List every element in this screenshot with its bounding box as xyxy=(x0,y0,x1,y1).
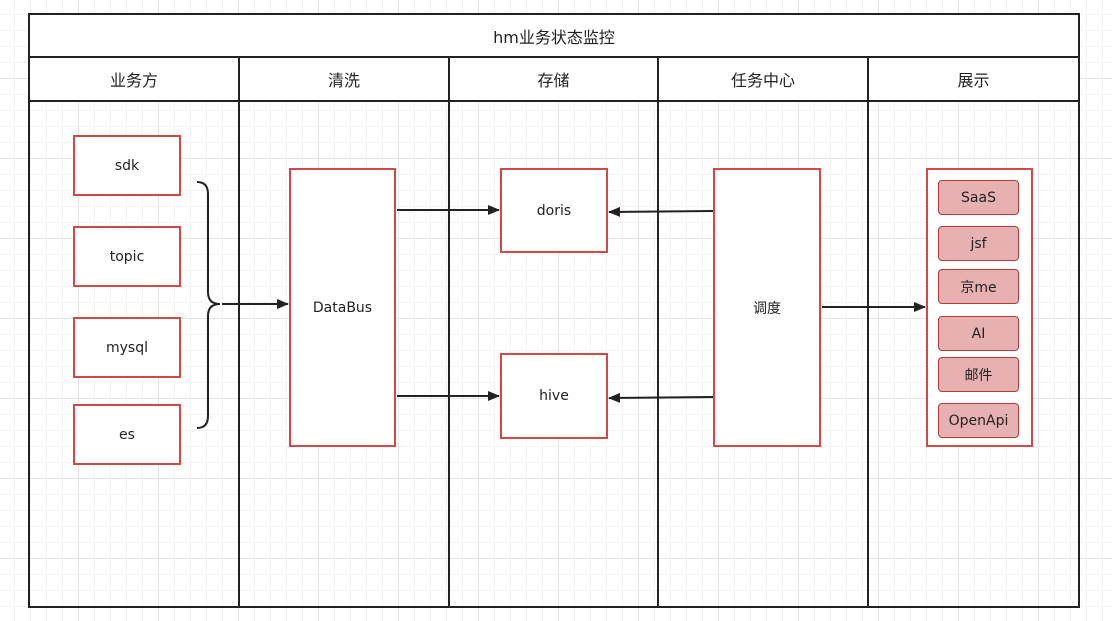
source-sdk: sdk xyxy=(73,135,181,196)
databus-box: DataBus xyxy=(289,168,396,447)
display-item-openapi: OpenApi xyxy=(938,403,1019,438)
arrow-scheduler-to-hive xyxy=(608,392,714,403)
source-mysql: mysql xyxy=(73,317,181,378)
display-item-mail: 邮件 xyxy=(938,357,1019,392)
storage-hive: hive xyxy=(500,353,608,439)
lane-display: 展示 xyxy=(867,58,1080,608)
lane-header-cleaning: 清洗 xyxy=(240,58,448,102)
arrow-scheduler-to-doris xyxy=(608,206,714,217)
display-item-saas: SaaS xyxy=(938,180,1019,215)
lane-header-business: 业务方 xyxy=(30,58,238,102)
storage-doris: doris xyxy=(500,168,608,253)
lane-header-display: 展示 xyxy=(869,58,1078,102)
display-item-ai: AI xyxy=(938,316,1019,351)
lane-header-task-center: 任务中心 xyxy=(659,58,867,102)
display-item-jingme: 京me xyxy=(938,269,1019,304)
scheduler-box: 调度 xyxy=(713,168,821,447)
source-es: es xyxy=(73,404,181,465)
source-topic: topic xyxy=(73,226,181,287)
lane-header-storage: 存储 xyxy=(450,58,657,102)
diagram-title: hm业务状态监控 xyxy=(28,13,1080,58)
display-item-jsf: jsf xyxy=(938,226,1019,261)
source-group-brace xyxy=(196,181,221,429)
